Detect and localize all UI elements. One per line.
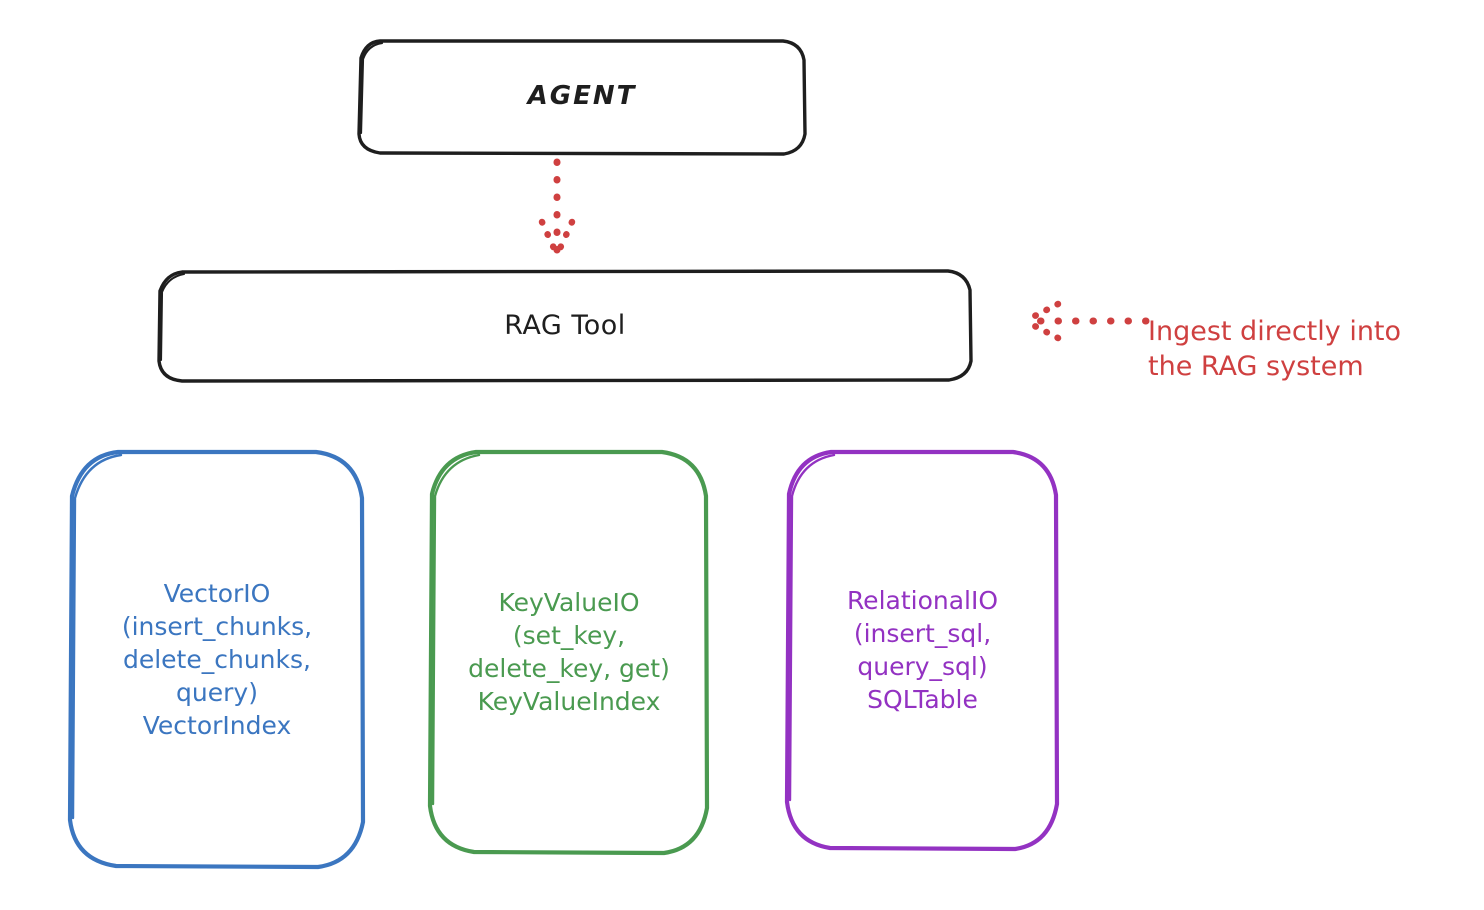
node-rag-tool[interactable]: RAG Tool	[156, 269, 974, 383]
node-key-value-io[interactable]: KeyValueIO (set_key, delete_key, get) Ke…	[426, 448, 712, 856]
relational-io-box-outline	[784, 449, 1060, 852]
arrow-ingest-to-rag-tool	[1020, 296, 1150, 346]
annotation-ingest-text: Ingest directly into the RAG system	[1148, 316, 1402, 383]
rag-tool-label: RAG Tool	[504, 310, 626, 342]
node-relational-io[interactable]: RelationalIO (insert_sql, query_sql) SQL…	[783, 448, 1062, 852]
arrow-down-icon	[538, 158, 576, 259]
annotation-ingest: Ingest directly into the RAG system	[1148, 279, 1478, 384]
relational-io-index: SQLTable	[867, 685, 978, 714]
key-value-io-index: KeyValueIndex	[477, 687, 661, 716]
vector-io-signature: VectorIO (insert_chunks, delete_chunks, …	[121, 578, 313, 707]
agent-label-stack: AGENT	[356, 38, 808, 156]
arrow-agent-to-rag-tool	[512, 158, 602, 264]
vector-io-index: VectorIndex	[142, 710, 292, 740]
node-vector-io[interactable]: VectorIO (insert_chunks, delete_chunks, …	[66, 448, 368, 870]
vector-io-label-stack: VectorIO (insert_chunks, delete_chunks, …	[66, 448, 368, 870]
agent-box-outline	[357, 39, 807, 156]
key-value-io-label-stack: KeyValueIO (set_key, delete_key, get) Ke…	[426, 448, 712, 856]
node-agent[interactable]: AGENT	[356, 38, 808, 156]
vector-io-box-outline	[67, 449, 366, 870]
key-value-io-box-outline	[427, 449, 710, 856]
key-value-io-signature: KeyValueIO (set_key, delete_key, get)	[468, 588, 670, 683]
relational-io-label-stack: RelationalIO (insert_sql, query_sql) SQL…	[783, 448, 1062, 852]
arrow-left-icon	[1021, 300, 1150, 342]
rag-tool-label-stack: RAG Tool	[156, 269, 974, 383]
agent-label: AGENT	[527, 81, 637, 112]
relational-io-signature: RelationalIO (insert_sql, query_sql)	[846, 586, 999, 681]
rag-tool-box-outline	[157, 269, 973, 383]
